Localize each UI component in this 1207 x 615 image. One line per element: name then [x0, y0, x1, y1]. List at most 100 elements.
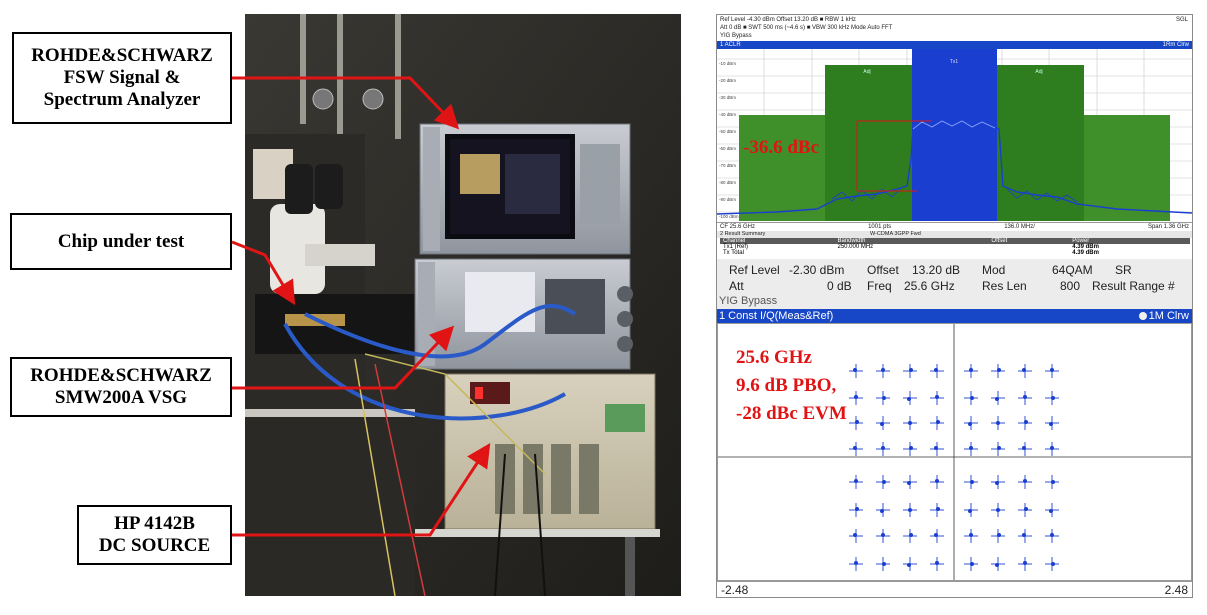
constellation-point — [903, 529, 917, 543]
constellation-dot — [853, 533, 857, 537]
constellation-point — [849, 391, 863, 405]
const-offset-val: 13.20 dB — [912, 263, 961, 277]
constellation-dot — [997, 368, 1001, 372]
constellation-dot — [1050, 368, 1054, 372]
constellation-point — [1045, 416, 1059, 430]
constellation-dot — [882, 562, 886, 566]
y-tick: -80 dBm — [719, 180, 737, 185]
constellation-point — [849, 364, 863, 378]
const-reslen-val: 800 — [1060, 279, 1081, 293]
const-yig: YIG Bypass — [719, 295, 778, 307]
const-annot-pbo: 9.6 dB PBO, — [736, 375, 837, 396]
constellation-dot — [995, 481, 999, 485]
aclr-hdr-sgl: SGL — [1175, 17, 1188, 23]
annotation-arrows — [231, 76, 491, 537]
constellation-point — [903, 416, 917, 430]
result-summary-table: Channel Bandwidth Offset Power Tx1 (Ref)… — [720, 238, 1190, 256]
constellation-point — [930, 391, 944, 405]
constellation-point — [849, 475, 863, 489]
const-ref-label: Ref Level — [729, 263, 780, 277]
constellation-point — [1018, 475, 1032, 489]
constellation-dot — [996, 421, 1000, 425]
constellation-dot — [854, 395, 858, 399]
constellation-point — [964, 503, 978, 517]
aclr-title: 1 ACLR — [720, 42, 741, 48]
constellation-dot — [970, 396, 974, 400]
constellation-dot — [935, 561, 939, 565]
constellation-point — [1045, 391, 1059, 405]
constellation-point — [876, 557, 890, 571]
constellation-dot — [1023, 479, 1027, 483]
constellation-point — [876, 475, 890, 489]
constellation-point — [964, 557, 978, 571]
constellation-point — [849, 503, 863, 517]
aclr-plot-svg: Adj Tx1 Adj -36.6 dBc — [717, 49, 1192, 221]
constellation-dot — [882, 396, 886, 400]
constellation-point — [903, 557, 917, 571]
callout-smw-line1: ROHDE&SCHWARZ — [30, 365, 212, 387]
table-header: Channel — [723, 238, 746, 244]
table-cell — [988, 250, 1069, 256]
constellation-point — [849, 442, 863, 456]
lab-setup-photo — [245, 14, 681, 596]
constellation-dot — [854, 479, 858, 483]
aclr-settings-header: Ref Level -4.30 dBm Offset 13.20 dB ■ RB… — [720, 16, 1188, 40]
aclr-pts: 1001 pts — [868, 224, 892, 230]
const-att-val: 0 dB — [827, 279, 852, 293]
constellation-dot — [1050, 533, 1054, 537]
constellation-svg — [718, 324, 1191, 580]
const-title-bar: 1 Const I/Q(Meas&Ref) 1M Clrw — [717, 309, 1192, 323]
constellation-point — [930, 364, 944, 378]
constellation-point — [930, 416, 944, 430]
arrow-hp — [232, 442, 491, 537]
constellation-dot — [968, 422, 972, 426]
constellation-dot — [1022, 533, 1026, 537]
constellation-dot — [970, 480, 974, 484]
callout-smw-vsg: ROHDE&SCHWARZ SMW200A VSG — [10, 357, 232, 417]
arrow-smw — [232, 325, 455, 390]
y-tick: -100 dBm — [719, 214, 739, 219]
constellation-point — [903, 364, 917, 378]
constellation-dot — [1024, 507, 1028, 511]
constellation-dot — [907, 481, 911, 485]
analyzer-display: Ref Level -4.30 dBm Offset 13.20 dB ■ RB… — [716, 14, 1193, 598]
constellation-dot — [1049, 509, 1053, 513]
arrow-chip — [231, 240, 296, 306]
constellation-dot — [969, 533, 973, 537]
lab-photo-drawing — [245, 14, 681, 596]
constellation-point — [964, 364, 978, 378]
table-cell: Tx Total — [723, 250, 744, 256]
const-axis-max: 2.48 — [1164, 583, 1188, 597]
band-alt-right — [1084, 115, 1170, 221]
y-tick: -40 dBm — [719, 112, 737, 117]
constellation-point — [991, 475, 1005, 489]
arrow-fsw — [232, 76, 460, 130]
constellation-dot — [1051, 562, 1055, 566]
table-header: Power — [1072, 238, 1090, 244]
const-freq-label: Freq — [867, 279, 892, 293]
aclr-y-ticks: -10 dBm -20 dBm -30 dBm -40 dBm -50 dBm … — [719, 55, 739, 225]
constellation-point — [1045, 529, 1059, 543]
const-rr-label: Result Range # — [1092, 279, 1175, 293]
const-reslen-label: Res Len — [982, 279, 1027, 293]
table-row: Tx Total 4.39 dBm — [720, 250, 1190, 256]
constellation-point — [849, 529, 863, 543]
constellation-point — [1045, 442, 1059, 456]
constellation-point — [991, 529, 1005, 543]
table-row: Tx1 (Ref) 250.000 MHz 4.39 dBm — [720, 244, 1190, 250]
constellation-point — [1018, 391, 1032, 405]
constellation-dot — [969, 446, 973, 450]
constellation-dot — [936, 507, 940, 511]
constellation-dot — [934, 446, 938, 450]
callout-hp-line1: HP 4142B — [114, 513, 195, 535]
y-tick: -50 dBm — [719, 129, 737, 134]
constellation-dot — [1050, 446, 1054, 450]
constellation-point — [1045, 364, 1059, 378]
constellation-point — [1018, 416, 1032, 430]
constellation-point — [991, 364, 1005, 378]
constellation-dot — [997, 533, 1001, 537]
constellation-dot — [907, 397, 911, 401]
const-axis-min: -2.48 — [721, 583, 749, 597]
constellation-point — [1045, 557, 1059, 571]
constellation-dot — [935, 479, 939, 483]
